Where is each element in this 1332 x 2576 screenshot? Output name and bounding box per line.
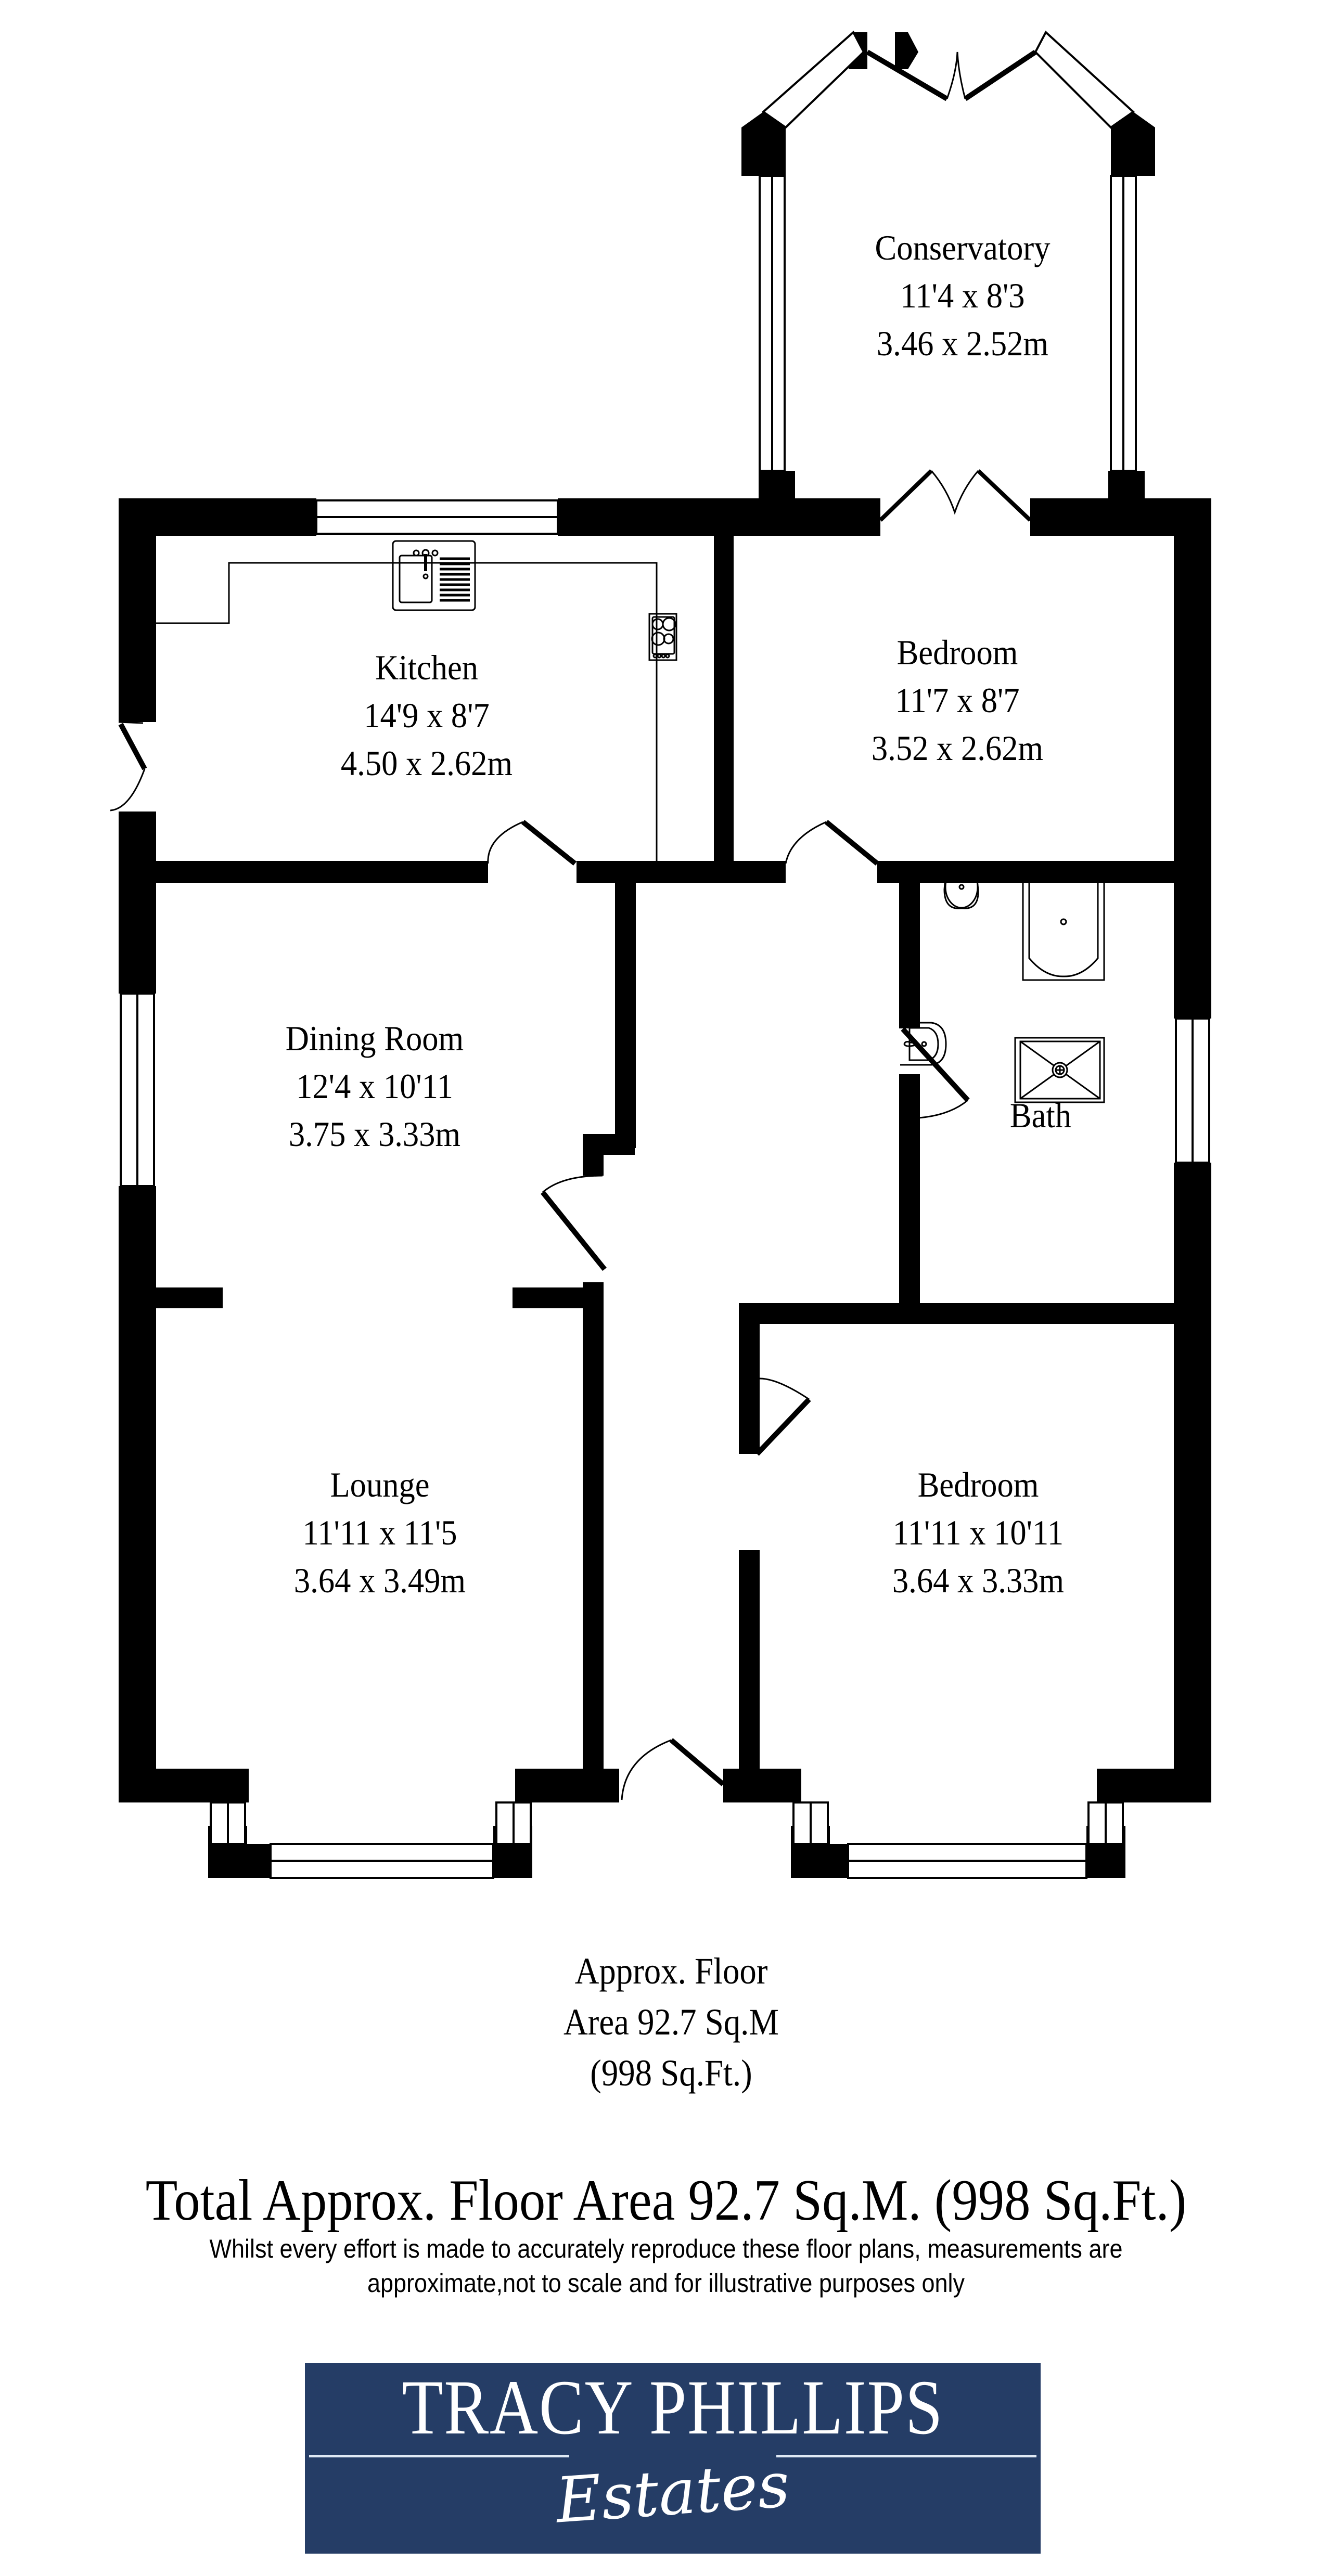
room-dimensions-metric: 4.50 x 2.62m <box>340 743 513 783</box>
room-dimensions-metric: 3.75 x 3.33m <box>288 1114 461 1154</box>
total-floor-area: Total Approx. Floor Area 92.7 Sq.M. (998… <box>145 2168 1187 2233</box>
room-label-dining-room: Dining Room 12'4 x 10'11 3.75 x 3.33m <box>240 1014 508 1158</box>
room-dimensions-imperial: 11'11 x 11'5 <box>302 1513 457 1552</box>
room-label-kitchen: Kitchen 14'9 x 8'7 4.50 x 2.62m <box>302 643 551 787</box>
room-label-bath: Bath <box>974 1091 1108 1139</box>
bathroom-fixtures <box>900 864 1105 1103</box>
room-name: Bedroom <box>896 633 1018 672</box>
disclaimer: Whilst every effort is made to accuratel… <box>67 2232 1265 2300</box>
floor-area-line-1: Approx. Floor <box>574 1950 768 1992</box>
room-dimensions-imperial: 11'4 x 8'3 <box>900 276 1025 315</box>
room-name: Lounge <box>330 1465 430 1504</box>
room-label-bedroom-front: Bedroom 11'11 x 10'11 3.64 x 3.33m <box>844 1461 1112 1604</box>
room-label-lounge: Lounge 11'11 x 11'5 3.64 x 3.49m <box>251 1461 509 1604</box>
room-dimensions-metric: 3.52 x 2.62m <box>871 728 1044 768</box>
room-name: Bedroom <box>917 1465 1039 1504</box>
kitchen-worktop <box>156 562 658 861</box>
room-name: Conservatory <box>875 228 1051 267</box>
room-label-bedroom-rear: Bedroom 11'7 x 8'7 3.52 x 2.62m <box>833 628 1082 772</box>
floor-area-line-3: (998 Sq.Ft.) <box>590 2052 752 2094</box>
room-name: Dining Room <box>285 1019 464 1058</box>
room-dimensions-metric: 3.64 x 3.33m <box>892 1561 1065 1600</box>
room-dimensions-metric: 3.46 x 2.52m <box>876 324 1049 363</box>
floor-plan-drawing <box>110 30 1211 1879</box>
room-name: Bath <box>1009 1096 1072 1135</box>
disclaimer-line-2: approximate,not to scale and for illustr… <box>367 2269 965 2298</box>
room-dimensions-imperial: 12'4 x 10'11 <box>296 1066 453 1106</box>
room-dimensions-metric: 3.64 x 3.49m <box>293 1561 466 1600</box>
logo-rule-left <box>309 2455 569 2457</box>
floor-area-summary: Approx. Floor Area 92.7 Sq.M (998 Sq.Ft.… <box>479 1946 863 2098</box>
room-name: Kitchen <box>375 648 479 687</box>
disclaimer-line-1: Whilst every effort is made to accuratel… <box>209 2234 1123 2263</box>
room-dimensions-imperial: 11'11 x 10'11 <box>892 1513 1064 1552</box>
logo-rule-right <box>776 2455 1036 2457</box>
room-dimensions-imperial: 14'9 x 8'7 <box>364 695 490 735</box>
room-dimensions-imperial: 11'7 x 8'7 <box>895 680 1020 720</box>
floor-area-line-2: Area 92.7 Sq.M <box>563 2001 779 2043</box>
agency-logo: TRACY PHILLIPS Estates <box>305 2363 1041 2554</box>
kitchen-hob <box>648 613 677 661</box>
windows <box>120 30 1210 1879</box>
walls <box>119 32 1211 1878</box>
logo-title: TRACY PHILLIPS <box>402 2364 944 2451</box>
kitchen-sink <box>392 540 476 611</box>
room-label-conservatory: Conservatory 11'4 x 8'3 3.46 x 2.52m <box>834 224 1092 367</box>
